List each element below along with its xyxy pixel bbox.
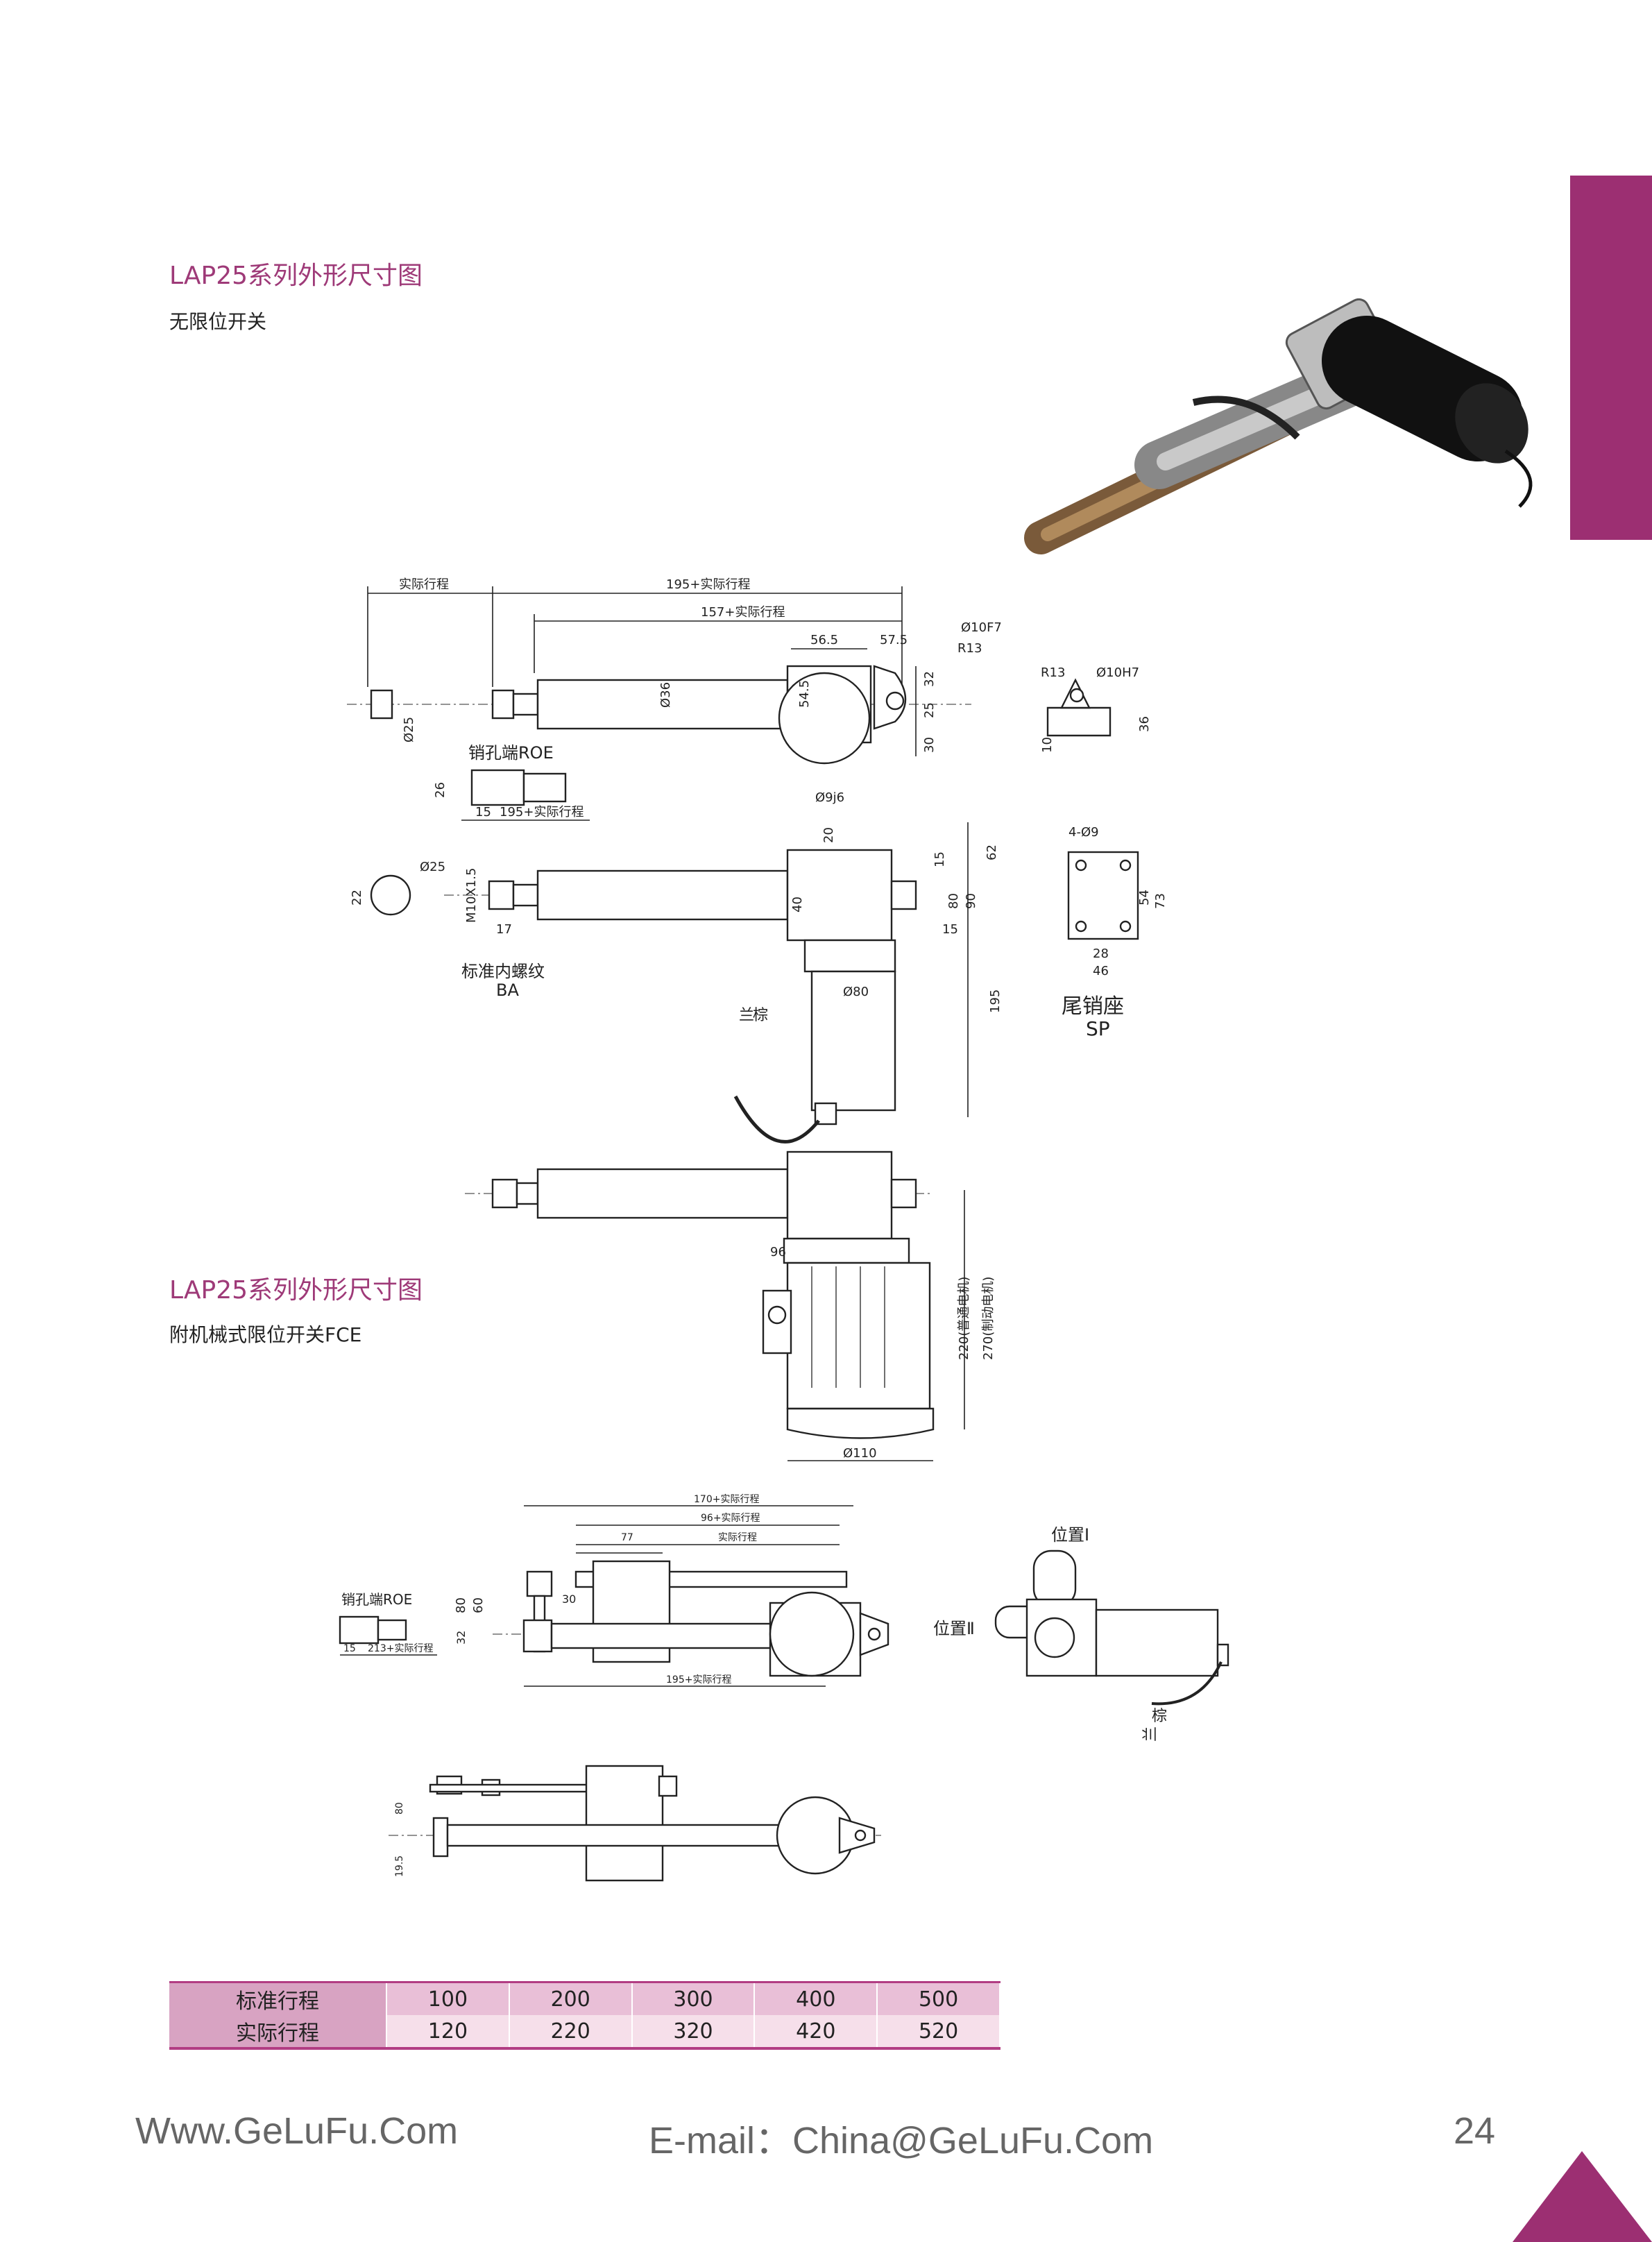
table-row-header: 实际行程 bbox=[169, 2015, 387, 2047]
dim-157: 157+实际行程 bbox=[701, 605, 785, 620]
fce-roe-26: 26 bbox=[326, 1625, 329, 1638]
sp-d46: 46 bbox=[1093, 964, 1109, 978]
dim-actual-stroke: 实际行程 bbox=[399, 577, 449, 592]
table-cell: 500 bbox=[877, 1983, 1000, 2015]
footer-website[interactable]: Www.GeLuFu.Com bbox=[135, 2110, 459, 2152]
table-cell: 200 bbox=[509, 1983, 633, 2015]
label-ba-cn: 标准内螺纹 bbox=[461, 962, 545, 981]
section2-subtitle: 附机械式限位开关FCE bbox=[169, 1323, 362, 1346]
fce-roe: 销孔端ROE bbox=[341, 1591, 412, 1608]
fce-77: 77 bbox=[621, 1532, 633, 1543]
corner-triangle-icon bbox=[1513, 2151, 1652, 2242]
label-ba: BA bbox=[496, 980, 519, 1000]
stroke-table: 标准行程 100 200 300 400 500 实际行程 120 220 32… bbox=[169, 1983, 1000, 2047]
product-photo bbox=[1024, 298, 1533, 554]
fce-19-5: 19.5 bbox=[394, 1855, 405, 1877]
dim-220: 220(普通电机) bbox=[957, 1277, 971, 1360]
fce-pos2: 位置Ⅱ bbox=[933, 1619, 975, 1638]
drawing-no-limit-switch: 实际行程 195+实际行程 157+实际行程 56.5 57.5 Ø10F7 R… bbox=[347, 577, 1168, 1461]
fce-brown: 棕 bbox=[1152, 1708, 1167, 1725]
dim-roe-26: 26 bbox=[433, 782, 448, 798]
dim-phi25b: Ø25 bbox=[420, 860, 445, 874]
fce-roe-15: 15 bbox=[343, 1643, 356, 1654]
table-cell: 300 bbox=[631, 1983, 756, 2015]
section1-subtitle: 无限位开关 bbox=[169, 310, 267, 333]
table-cell: 100 bbox=[386, 1983, 510, 2015]
dim-90: 90 bbox=[964, 893, 978, 909]
side-tab-marker bbox=[1570, 176, 1652, 540]
table-row: 标准行程 100 200 300 400 500 bbox=[169, 1983, 1000, 2015]
fce-80b: 80 bbox=[394, 1802, 405, 1815]
wire-brown: 棕 bbox=[753, 1007, 768, 1024]
table-cell: 520 bbox=[877, 2015, 1000, 2047]
dim-phi110: Ø110 bbox=[843, 1446, 877, 1461]
dim-roe-15: 15 bbox=[475, 805, 491, 819]
drawing-fce-limit-switch: 170+实际行程 96+实际行程 77 实际行程 80 60 30 32 195… bbox=[326, 1494, 1229, 1882]
fce-170: 170+实际行程 bbox=[694, 1494, 759, 1505]
label-roe: 销孔端ROE bbox=[468, 743, 554, 763]
table-bottom-rule bbox=[169, 2047, 1000, 2050]
section1-title: LAP25系列外形尺寸图 bbox=[169, 262, 423, 290]
dim-phi10f7: Ø10F7 bbox=[961, 620, 1002, 635]
dim-17: 17 bbox=[496, 922, 512, 937]
table-cell: 220 bbox=[509, 2015, 633, 2047]
dim-32: 32 bbox=[922, 671, 937, 687]
dim-15b: 15 bbox=[933, 851, 947, 867]
footer-email[interactable]: E-mail：China@GeLuFu.Com bbox=[649, 2120, 1154, 2162]
sp-d28: 28 bbox=[1093, 946, 1109, 961]
dim-56-5: 56.5 bbox=[810, 633, 838, 647]
dim-80: 80 bbox=[946, 893, 961, 909]
dim-phi80: Ø80 bbox=[843, 985, 869, 999]
sp-d36: 36 bbox=[1137, 716, 1152, 732]
dim-30: 30 bbox=[922, 737, 937, 753]
fce-195: 195+实际行程 bbox=[666, 1674, 731, 1685]
dim-40: 40 bbox=[790, 897, 805, 912]
sp-d54: 54 bbox=[1137, 890, 1152, 906]
dim-195-motor: 195 bbox=[988, 990, 1003, 1013]
dim-270: 270(制动电机) bbox=[981, 1277, 996, 1360]
dim-195: 195+实际行程 bbox=[666, 577, 750, 592]
dim-96: 96 bbox=[770, 1245, 786, 1259]
sp-phi10h7: Ø10H7 bbox=[1096, 665, 1139, 680]
dim-roe-195: 195+实际行程 bbox=[500, 805, 584, 819]
fce-32: 32 bbox=[454, 1631, 468, 1645]
fce-30: 30 bbox=[562, 1593, 576, 1606]
table-cell: 120 bbox=[386, 2015, 510, 2047]
dim-22: 22 bbox=[350, 890, 364, 906]
sp-r13: R13 bbox=[1041, 665, 1065, 680]
dim-54-5: 54.5 bbox=[797, 680, 812, 708]
fce-96: 96+实际行程 bbox=[701, 1513, 760, 1524]
dim-m10: M10X1.5 bbox=[464, 868, 479, 923]
table-row-header: 标准行程 bbox=[169, 1983, 387, 2015]
dim-20: 20 bbox=[821, 827, 836, 843]
table-cell: 420 bbox=[754, 2015, 878, 2047]
footer-page-number: 24 bbox=[1454, 2110, 1496, 2152]
table-cell: 400 bbox=[754, 1983, 878, 2015]
sp-d73: 73 bbox=[1153, 893, 1168, 909]
fce-60: 60 bbox=[471, 1597, 486, 1613]
sp-label-cn: 尾销座 bbox=[1062, 994, 1124, 1019]
sp-label: SP bbox=[1086, 1017, 1110, 1040]
dim-r13: R13 bbox=[957, 641, 982, 656]
dim-phi36: Ø36 bbox=[658, 682, 673, 708]
dim-phi25: Ø25 bbox=[402, 717, 416, 742]
dim-25: 25 bbox=[922, 702, 937, 718]
dim-57-5: 57.5 bbox=[880, 633, 908, 647]
wire-blue: 兰 bbox=[739, 1007, 754, 1024]
table-top-rule bbox=[169, 1981, 1000, 1984]
section2-title: LAP25系列外形尺寸图 bbox=[169, 1276, 423, 1305]
fce-blue: 兰 bbox=[1142, 1726, 1159, 1742]
table-row: 实际行程 120 220 320 420 520 bbox=[169, 2015, 1000, 2047]
sp-4phi9: 4-Ø9 bbox=[1068, 825, 1099, 840]
dim-phi9j6: Ø9j6 bbox=[815, 790, 844, 805]
sp-d10: 10 bbox=[1040, 737, 1055, 753]
fce-pos1: 位置Ⅰ bbox=[1051, 1525, 1089, 1545]
dim-15c: 15 bbox=[942, 922, 958, 937]
fce-actual: 实际行程 bbox=[718, 1532, 757, 1543]
table-cell: 320 bbox=[631, 2015, 756, 2047]
fce-80: 80 bbox=[454, 1597, 468, 1613]
fce-roe-213: 213+实际行程 bbox=[368, 1643, 433, 1654]
dim-62: 62 bbox=[985, 844, 999, 860]
